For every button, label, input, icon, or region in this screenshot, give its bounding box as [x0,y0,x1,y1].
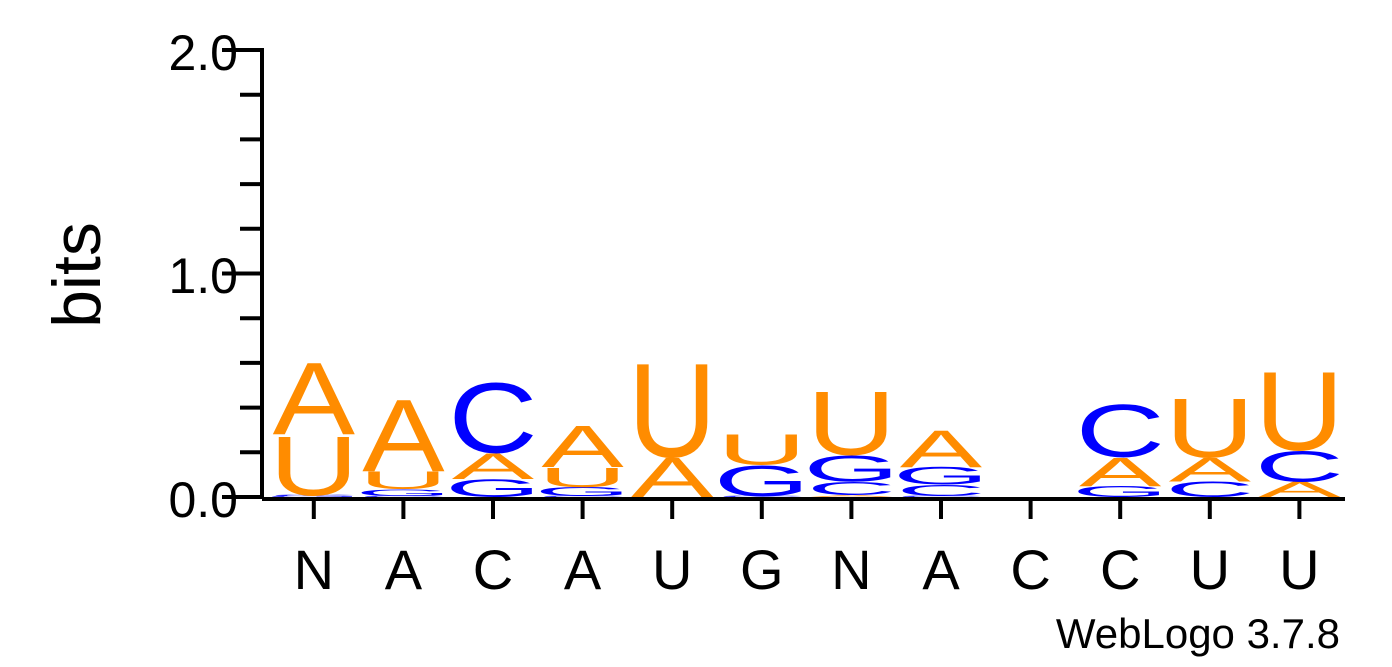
y-ticks [222,48,262,499]
x-tick-label: C [473,538,513,601]
logo-letter-c: C [1165,477,1254,501]
x-tick-label: A [922,538,960,601]
logo-letter-c: C [896,496,985,498]
logo-letter-u: U [628,336,717,486]
logo-letter-c: C [359,496,448,498]
x-tick-label: A [385,538,423,601]
logo-letter-u: U [807,373,896,474]
logo-letter-a: A [362,379,445,494]
logo-letter-c: C [896,482,985,500]
logo-letter-g: G [535,485,631,499]
logo-letter-g: G [266,496,362,498]
logo-letter-a: A [541,413,624,480]
logo-letter-g: G [714,456,810,505]
logo-letter-c: C [807,478,896,499]
logo-letter-u: U [717,425,806,474]
x-tick-label: U [652,538,692,601]
y-tick-label-1: 1.0 [168,248,238,304]
y-axis-label: bits [39,222,115,328]
x-tick-label: A [564,538,602,601]
x-tick-label: C [1100,538,1140,601]
logo-letter-c: C [1076,389,1165,473]
logo-letter-a: A [1079,450,1162,495]
x-tick-label: U [1279,538,1319,601]
logo-letter-g: G [893,462,989,490]
logo-letter-a: A [452,445,535,487]
logo-letter-u: U [1165,381,1254,475]
logo-letter-c: C [538,496,627,498]
x-tick-label: N [831,538,871,601]
x-tick-label: U [1190,538,1230,601]
logo-letter-a: A [810,494,893,498]
logo-letter-g: G [1072,483,1168,501]
logo-letter-a: A [900,419,983,478]
y-tick-label-0: 0.0 [168,472,238,528]
logo-letter-u: U [538,462,627,493]
logo-letter-u: U [1255,349,1344,475]
logo-letter-g: G [803,448,899,490]
logo-letter-u: U [359,466,448,494]
y-tick-label-2: 2.0 [168,25,238,81]
logo-letter-g: G [355,487,451,497]
logo-letter-c: C [448,362,537,474]
logo-letter-a: A [1258,477,1340,501]
y-axis: 0.0 1.0 2.0 bits [39,25,264,528]
logo-letter-a: A [273,342,356,457]
logo-letter-a: A [1169,451,1252,489]
logo-letter-c: C [269,494,358,496]
x-tick-label: N [294,538,334,601]
logo-letter-g: G [445,474,541,502]
logo-letter-u: U [269,419,358,513]
weblogo-credit: WebLogo 3.7.8 [1056,610,1340,657]
x-tick-label: G [740,538,784,601]
x-tick-label: C [1010,538,1050,601]
logo-letter-c: C [717,496,806,498]
logo-letter-a: A [631,447,713,510]
logo-letter-c: C [1255,442,1344,491]
